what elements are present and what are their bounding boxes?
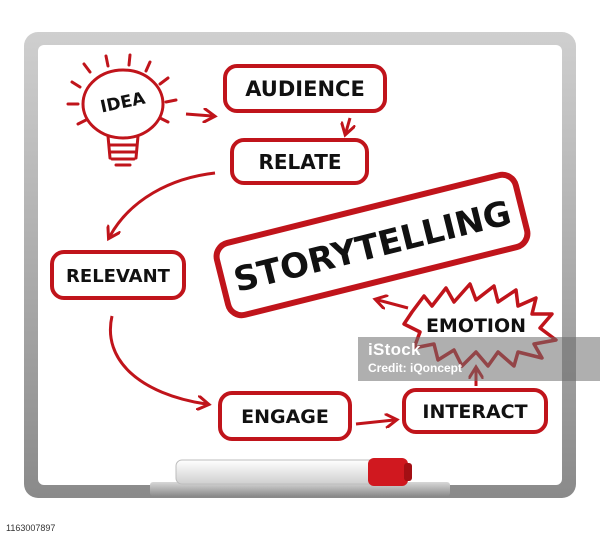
- node-engage: ENGAGE: [241, 406, 329, 428]
- node-relate-box: [230, 138, 369, 185]
- watermark-banner: iStock Credit: iQoncept: [358, 337, 600, 381]
- arrow-engage-to-interact: [355, 420, 394, 424]
- idea-bulb-outline: [81, 68, 165, 140]
- node-relevant: RELEVANT: [66, 266, 171, 287]
- stock-image-id: 1163007897: [6, 523, 56, 533]
- watermark-credit: Credit: iQoncept: [368, 361, 463, 375]
- node-interact-box: [402, 388, 548, 434]
- node-audience-box: [223, 64, 387, 113]
- node-relevant-box: [50, 250, 186, 300]
- node-audience: AUDIENCE: [245, 77, 365, 101]
- watermark-brand: iStock: [368, 340, 421, 359]
- node-relate: RELATE: [258, 150, 341, 174]
- arrow-relate-to-relevant: [110, 171, 216, 236]
- marker-icon: [175, 458, 412, 486]
- node-emotion: EMOTION: [426, 315, 526, 337]
- arrow-relevant-to-engage: [109, 315, 206, 404]
- arrow-audience-to-relate: [346, 117, 350, 132]
- arrow-idea-to-audience: [185, 114, 212, 116]
- node-interact: INTERACT: [422, 401, 527, 423]
- node-storytelling-box: [213, 171, 531, 319]
- idea-lightbulb-icon: [66, 53, 178, 167]
- arrow-emotion-to-storytelling: [378, 300, 409, 308]
- node-engage-box: [218, 391, 352, 441]
